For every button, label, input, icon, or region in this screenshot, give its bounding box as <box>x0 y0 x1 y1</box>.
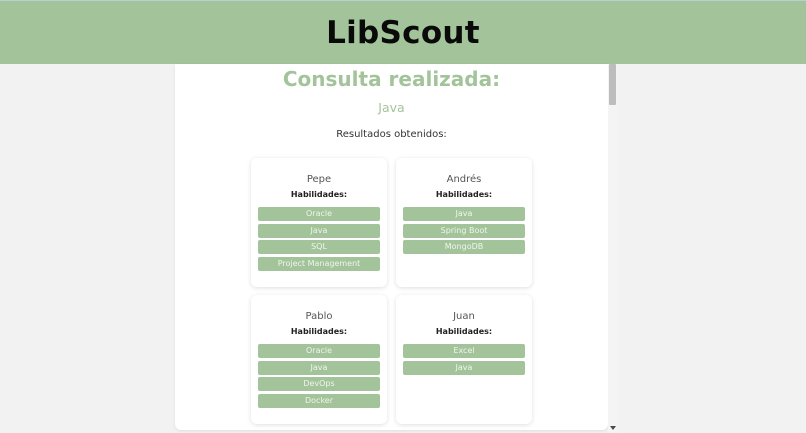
skill-chip: Excel <box>403 344 525 358</box>
result-card-andres[interactable]: Andrés Habilidades: Java Spring Boot Mon… <box>396 158 532 287</box>
scrollbar-thumb[interactable] <box>609 64 616 105</box>
skill-chip: Oracle <box>258 207 380 221</box>
skills-list: Excel Java <box>403 344 525 377</box>
page-title: Consulta realizada: <box>282 67 501 91</box>
result-name: Pablo <box>305 311 333 322</box>
skill-chip: Java <box>258 360 380 375</box>
app-title: LibScout <box>326 14 480 51</box>
skill-chip: Docker <box>258 394 380 409</box>
skills-label: Habilidades: <box>435 190 493 199</box>
vertical-scrollbar[interactable] <box>608 64 618 433</box>
skill-chip: Java <box>403 360 525 375</box>
skill-chip: Spring Boot <box>403 223 525 238</box>
skill-chip: DevOps <box>258 377 380 392</box>
result-card-pablo[interactable]: Pablo Habilidades: Oracle Java DevOps Do… <box>251 295 387 424</box>
skills-list: Oracle Java SQL Project Management <box>258 207 380 274</box>
skills-label: Habilidades: <box>290 327 348 336</box>
skills-label: Habilidades: <box>435 327 493 336</box>
skill-chip: Oracle <box>258 344 380 358</box>
result-card-pepe[interactable]: Pepe Habilidades: Oracle Java SQL Projec… <box>251 158 387 287</box>
skill-chip: Java <box>403 207 525 221</box>
results-panel: Consulta realizada: Java Resultados obte… <box>175 64 608 430</box>
skills-list: Java Spring Boot MongoDB <box>403 207 525 257</box>
results-label: Resultados obtenidos: <box>336 129 447 140</box>
scroll-down-arrow-icon[interactable] <box>610 426 616 430</box>
skill-chip: Project Management <box>258 257 380 272</box>
query-text: Java <box>378 100 405 115</box>
result-card-juan[interactable]: Juan Habilidades: Excel Java <box>396 295 532 424</box>
skills-list: Oracle Java DevOps Docker <box>258 344 380 411</box>
skills-label: Habilidades: <box>290 190 348 199</box>
result-name: Pepe <box>306 174 332 185</box>
result-name: Juan <box>453 311 475 322</box>
skill-chip: Java <box>258 223 380 238</box>
skill-chip: MongoDB <box>403 240 525 255</box>
result-name: Andrés <box>446 174 482 185</box>
skill-chip: SQL <box>258 240 380 255</box>
app-header: LibScout <box>0 1 806 64</box>
